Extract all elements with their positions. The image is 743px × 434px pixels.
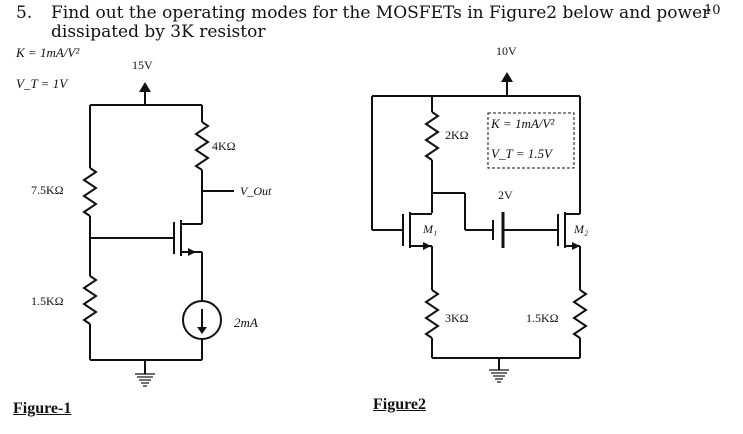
fig2-resistor-2k-icon <box>424 111 440 161</box>
fig2-m1-source-arrow-icon <box>423 242 431 250</box>
fig1-resistor-7k5-icon <box>82 167 98 217</box>
fig2-m2-source-arrow-icon <box>572 242 580 250</box>
fig1-current-label: 2mA <box>234 315 258 330</box>
fig1-vt-param: V_T = 1V <box>16 76 68 91</box>
fig2-resistor-3k-icon <box>424 289 440 339</box>
fig2-battery-label: 2V <box>498 188 513 202</box>
fig1-r-top-label: 7.5KΩ <box>31 183 64 197</box>
fig1-resistor-1k5-icon <box>82 275 98 325</box>
fig2-r-source-m1-label: 3KΩ <box>445 311 469 325</box>
fig1-k-param: K = 1mA/V² <box>16 45 80 60</box>
question-line-2: dissipated by 3K resistor <box>51 22 266 42</box>
fig1-r-bottom-label: 1.5KΩ <box>31 294 64 308</box>
fig2-r-drain-label: 2KΩ <box>445 128 469 142</box>
fig2-m2-label: M₂ <box>574 222 589 236</box>
fig2-k-param: K = 1mA/V² <box>491 116 555 131</box>
fig2-ground-icon <box>489 369 509 383</box>
fig2-vt-param: V_T = 1.5V <box>491 146 552 161</box>
fig2-caption: Figure2 <box>373 396 427 413</box>
fig1-ground-icon <box>135 373 155 387</box>
figure2-circuit <box>371 72 588 383</box>
fig2-supply-label: 10V <box>496 44 517 58</box>
fig1-source-arrow-icon <box>188 248 196 256</box>
question-number: 5. <box>16 3 33 23</box>
fig2-m1-label: M₁ <box>423 222 438 236</box>
fig1-current-arrow-icon <box>197 327 207 334</box>
fig1-supply-label: 15V <box>132 58 153 72</box>
page-number: 10 <box>704 3 721 18</box>
fig1-supply-arrow-icon <box>139 82 151 92</box>
fig2-resistor-1k5-icon <box>572 289 588 339</box>
figure1-circuit <box>82 82 234 387</box>
fig1-caption: Figure-1 <box>13 400 72 417</box>
question-line-1: Find out the operating modes for the MOS… <box>51 3 711 23</box>
fig1-r-drain-label: 4KΩ <box>212 139 236 153</box>
fig1-vout-label: V_Out <box>240 184 272 198</box>
fig2-supply-arrow-icon <box>501 72 513 82</box>
fig2-param-box <box>487 112 575 169</box>
fig2-r-source-m2-label: 1.5KΩ <box>526 311 559 325</box>
fig1-resistor-4k-icon <box>194 121 210 171</box>
